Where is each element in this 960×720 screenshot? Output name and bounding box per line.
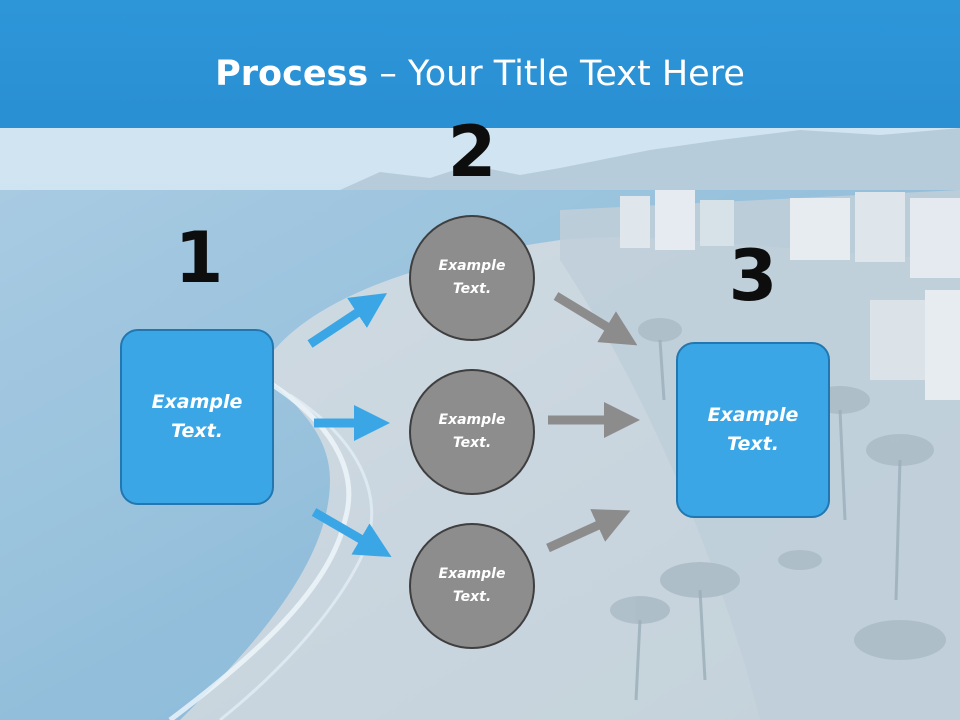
arrow-right-icon xyxy=(311,508,392,558)
slide-title-bold: Process xyxy=(215,54,369,94)
title-bar xyxy=(0,0,960,128)
step-3-number: 3 xyxy=(728,235,778,317)
step-2-number: 2 xyxy=(447,111,497,193)
slide-title: Process – Your Title Text Here xyxy=(0,52,960,96)
step-2-circle-top: Example Text. xyxy=(409,215,535,341)
slide-title-rest: – Your Title Text Here xyxy=(368,54,745,94)
step-2-circle-text: Example Text. xyxy=(438,566,506,605)
step-2-circle-bottom: Example Text. xyxy=(409,523,535,649)
arrow-right-icon xyxy=(546,509,631,553)
arrow-right-icon xyxy=(307,293,388,348)
step-2-circle-middle: Example Text. xyxy=(409,369,535,495)
step-1-number: 1 xyxy=(174,217,224,299)
arrow-right-icon xyxy=(553,292,638,346)
step-1-text: Example Text. xyxy=(151,391,243,442)
step-1-box: Example Text. xyxy=(120,329,274,505)
step-3-text: Example Text. xyxy=(707,404,799,455)
step-2-circle-text: Example Text. xyxy=(438,258,506,297)
step-2-circle-text: Example Text. xyxy=(438,412,506,451)
step-3-box: Example Text. xyxy=(676,342,830,518)
